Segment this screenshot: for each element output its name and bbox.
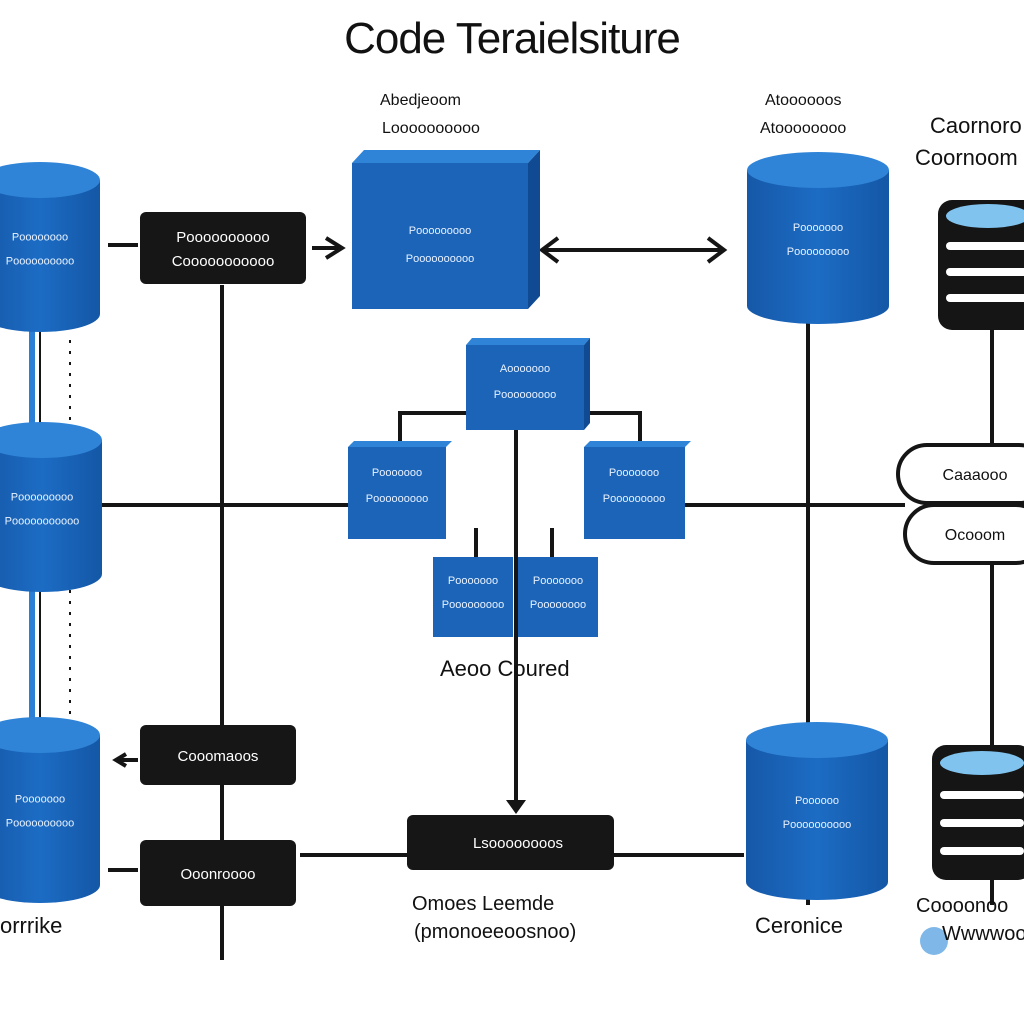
blue-box-hub-line1: Aooooooo	[500, 363, 550, 375]
dark-box-top-left[interactable]: Poooooooooo Cooooooooooo	[140, 212, 306, 284]
blue-box-top-center-line2: Poooooooooo	[406, 253, 475, 265]
blue-box-left-child-line2: Pooooooooo	[366, 493, 428, 505]
dark-box-bottom-center[interactable]: Lsoooooooos	[407, 815, 614, 870]
label-bottom-center-2: (pmonoeeoosnoo)	[414, 921, 577, 943]
cylinder-left-bottom-line2: Poooooooooo	[6, 818, 75, 830]
arrow-heads	[112, 236, 728, 768]
pill-lower[interactable]: Ocooom	[903, 503, 1024, 565]
dark-box-bottom-center-label: Lsoooooooos	[473, 835, 563, 852]
label-top-middle-1: Abedjeoom	[380, 92, 461, 109]
blue-box-small-left-line1: Pooooooo	[448, 575, 498, 587]
diagram-title: Code Teraielsiture	[344, 14, 681, 63]
label-top-middle-2: Loooooooooo	[382, 120, 480, 137]
cylinder-left-mid-line1: Pooooooooo	[11, 491, 73, 503]
blue-box-top-center-line1: Pooooooooo	[409, 225, 471, 237]
left-accent-lines	[29, 318, 71, 725]
blue-box-left-child-line1: Pooooooo	[372, 467, 422, 479]
cylinder-left-bottom-line1: Pooooooo	[15, 794, 65, 806]
arrow-head-left-stub-icon	[112, 752, 128, 768]
cylinder-right-bottom-line1: Poooooo	[795, 795, 839, 807]
label-bottom-center-1: Omoes Leemde	[412, 893, 555, 915]
cylinder-left-mid-line2: Pooooooooooo	[5, 515, 80, 527]
dark-box-bottom-left-label: Ooonroooo	[180, 866, 255, 883]
blue-box-hub-line2: Pooooooooo	[494, 389, 556, 401]
dark-box-mid-left[interactable]: Cooomaoos	[140, 725, 296, 785]
hub-right-branch	[584, 411, 642, 447]
blue-box-right-child-line1: Pooooooo	[609, 467, 659, 479]
dark-box-top-left-line2: Cooooooooooo	[172, 253, 275, 270]
arrow-head-left-icon	[538, 236, 560, 264]
cylinder-group: PooooooooPooooooooooPoooooooooPooooooooo…	[0, 152, 889, 903]
dark-box-bottom-left[interactable]: Ooonroooo	[140, 840, 296, 906]
pill-upper[interactable]: Caaaooo	[896, 443, 1024, 505]
database-stack-bottom-icon	[932, 745, 1024, 880]
blue-box-hub[interactable]: Aooooooo Pooooooooo	[466, 338, 590, 430]
blue-box-small-right-line1: Pooooooo	[533, 575, 583, 587]
dark-box-top-left-line1: Poooooooooo	[176, 229, 269, 246]
blue-box-small-left-line2: Pooooooooo	[442, 599, 504, 611]
blue-box-right-child-line2: Pooooooooo	[603, 493, 665, 505]
cylinder-right-bottom-line2: Poooooooooo	[783, 819, 852, 831]
hub-left-branch	[398, 411, 466, 447]
arrow-head-right-icon	[324, 236, 346, 260]
pill-upper-label: Caaaooo	[943, 467, 1008, 484]
cylinder-left-top-line2: Poooooooooo	[6, 255, 75, 267]
cylinder-right-top-line1: Pooooooo	[793, 222, 843, 234]
blue-box-small-right[interactable]: Pooooooo Poooooooo	[518, 557, 598, 637]
blue-box-top-center[interactable]: Pooooooooo Poooooooooo	[352, 150, 540, 309]
label-top-right-1: Atoooooos	[765, 92, 842, 109]
blue-box-small-left[interactable]: Pooooooo Pooooooooo	[433, 557, 513, 637]
blue-box-right-child[interactable]: Pooooooo Pooooooooo	[584, 441, 691, 539]
label-center-caption: Aeoo Coured	[440, 656, 570, 681]
arrow-head-right2-icon	[706, 236, 728, 264]
cylinder-right-top-line2: Pooooooooo	[787, 246, 849, 258]
label-far-right-2: Coornoom	[915, 145, 1018, 170]
arrow-head-down-icon	[506, 800, 526, 814]
pill-lower-label: Ocooom	[945, 527, 1005, 544]
blue-dot-icon	[920, 927, 948, 955]
connector-lines	[100, 243, 994, 960]
blue-box-left-child[interactable]: Pooooooo Pooooooooo	[348, 441, 452, 539]
database-stack-top-icon	[938, 200, 1024, 330]
label-far-right-bottom-1: Coooonoo	[916, 895, 1009, 917]
blue-box-small-right-line2: Poooooooo	[530, 599, 586, 611]
label-bottom-right: Ceronice	[755, 913, 844, 938]
label-far-right-bottom-2: Wwwwoo	[942, 923, 1024, 945]
dark-box-mid-left-label: Cooomaoos	[178, 748, 259, 765]
label-bottom-left: orrrike	[0, 913, 63, 938]
label-top-right-2: Atoooooooo	[760, 120, 847, 137]
label-far-right-1: Caornoro	[930, 113, 1022, 138]
cylinder-left-top-line1: Poooooooo	[12, 231, 68, 243]
